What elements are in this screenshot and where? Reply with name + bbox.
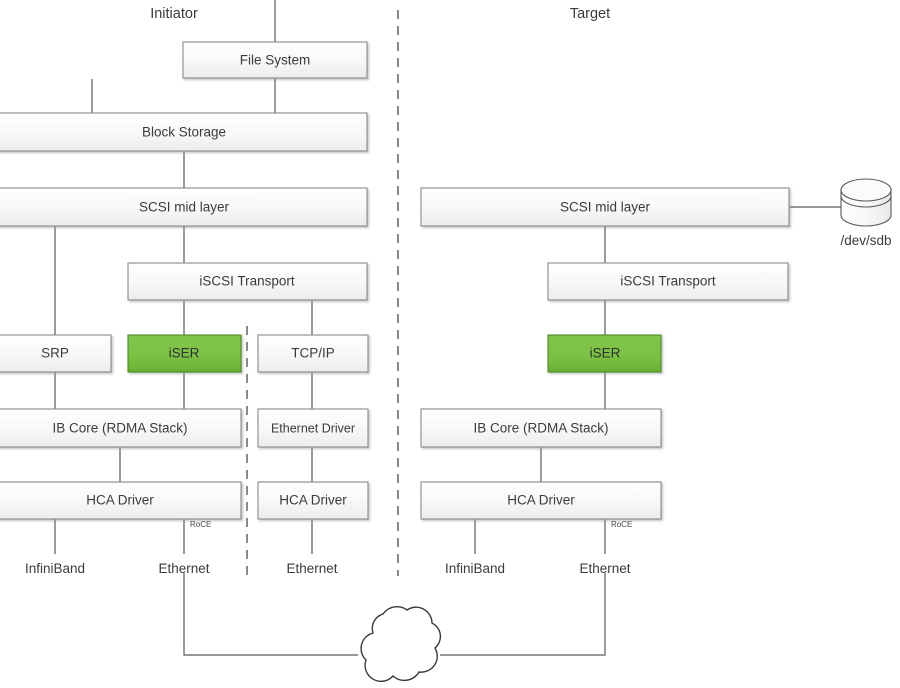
wire-ethernet-target: Ethernet (579, 561, 630, 576)
box-ethernet-driver[interactable]: Ethernet Driver (257, 408, 369, 448)
disk-top-ellipse (840, 178, 892, 202)
wire-ethernet-roce-initiator: Ethernet (158, 561, 209, 576)
conn-fabric-right (440, 573, 606, 656)
iser-initiator-rect[interactable] (127, 334, 242, 373)
scsi-mid-layer-initiator-rect[interactable] (0, 187, 368, 227)
iscsi-transport-initiator-rect[interactable] (127, 262, 368, 301)
scsi-mid-layer-target-rect[interactable] (420, 187, 790, 227)
tcp-ip-rect[interactable] (257, 334, 369, 373)
conn-fabric-left (183, 573, 358, 656)
disk-cylinder[interactable] (840, 178, 892, 227)
iser-target-rect[interactable] (547, 334, 662, 373)
box-scsi-mid-layer-initiator[interactable]: SCSI mid layer (0, 187, 368, 227)
network-cloud (360, 606, 442, 682)
disk-label: /dev/sdb (840, 233, 891, 248)
ethernet-driver-rect[interactable] (257, 408, 369, 448)
wire-infiniband-initiator: InfiniBand (25, 561, 85, 576)
hca-driver-target-rect[interactable] (420, 481, 662, 520)
ib-core-initiator-rect[interactable] (0, 408, 242, 448)
box-iser-initiator[interactable]: iSER (127, 334, 242, 373)
iscsi-transport-target-rect[interactable] (547, 262, 789, 301)
hca-driver-eth-rect[interactable] (257, 481, 369, 520)
ib-core-target-rect[interactable] (420, 408, 662, 448)
roce-tag-initiator: RoCE (190, 520, 211, 529)
box-hca-driver-ib[interactable]: HCA Driver (0, 481, 242, 520)
srp-rect[interactable] (0, 334, 112, 373)
box-block-storage[interactable]: Block Storage (0, 112, 368, 152)
box-iscsi-transport-target[interactable]: iSCSI Transport (547, 262, 789, 301)
connector-lines (54, 0, 841, 656)
box-tcp-ip[interactable]: TCP/IP (257, 334, 369, 373)
box-file-system[interactable]: File System (182, 41, 368, 79)
box-ib-core-target[interactable]: IB Core (RDMA Stack) (420, 408, 662, 448)
box-srp[interactable]: SRP (0, 334, 112, 373)
box-scsi-mid-layer-target[interactable]: SCSI mid layer (420, 187, 790, 227)
block-storage-rect[interactable] (0, 112, 368, 152)
disk-inner-arc (840, 195, 892, 208)
box-iser-target[interactable]: iSER (547, 334, 662, 373)
roce-tag-target: RoCE (611, 520, 632, 529)
file-system-rect[interactable] (182, 41, 368, 79)
box-iscsi-transport-initiator[interactable]: iSCSI Transport (127, 262, 368, 301)
target-title: Target (570, 6, 610, 22)
initiator-title: Initiator (150, 6, 198, 22)
box-hca-driver-target[interactable]: HCA Driver (420, 481, 662, 520)
wire-ethernet-tcp-initiator: Ethernet (286, 561, 337, 576)
box-hca-driver-eth[interactable]: HCA Driver (257, 481, 369, 520)
hca-driver-ib-rect[interactable] (0, 481, 242, 520)
wire-infiniband-target: InfiniBand (445, 561, 505, 576)
cloud-shape (360, 606, 442, 682)
box-ib-core-initiator[interactable]: IB Core (RDMA Stack) (0, 408, 242, 448)
